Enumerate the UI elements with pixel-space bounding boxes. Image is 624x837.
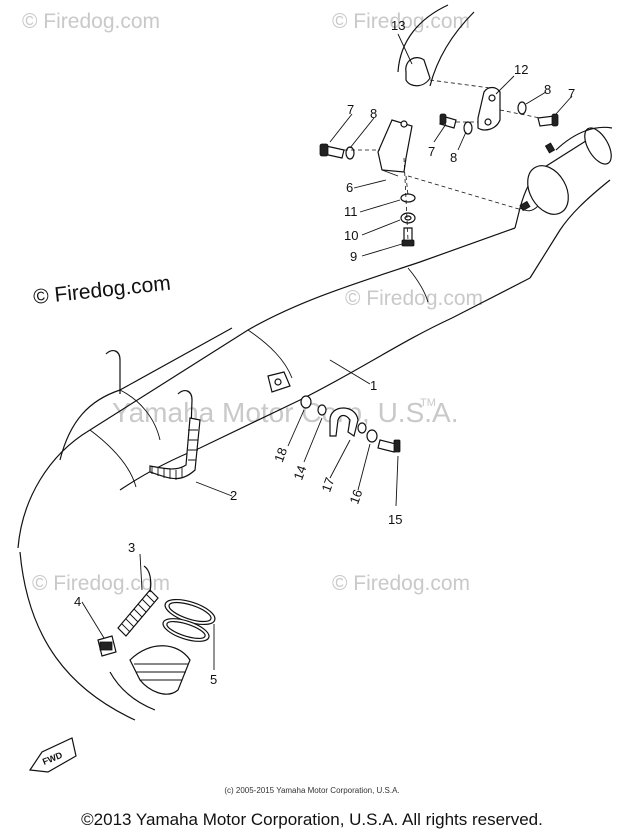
callout-8: 8	[450, 150, 457, 165]
watermark-firedog: © Firedog.com	[22, 10, 160, 33]
watermark-firedog-dark: © Firedog.com	[32, 272, 172, 309]
watermark-firedog: © Firedog.com	[332, 10, 470, 33]
spring-3-coils	[121, 593, 155, 633]
callout-12: 12	[514, 62, 528, 77]
callout-16: 16	[346, 487, 365, 506]
callout-15: 15	[388, 512, 402, 527]
spring-coil	[151, 429, 198, 480]
callout-14: 14	[290, 463, 309, 482]
callout-7: 7	[428, 144, 435, 159]
watermark-firedog: © Firedog.com	[345, 287, 483, 310]
watermark-firedog: © Firedog.com	[332, 572, 470, 595]
callout-2: 2	[230, 488, 237, 503]
copyright-small: (c) 2005-2015 Yamaha Motor Corporation, …	[224, 786, 400, 795]
callout-9: 9	[350, 249, 357, 264]
callout-7: 7	[568, 86, 575, 101]
callout-18: 18	[271, 445, 290, 464]
callout-3: 3	[128, 540, 135, 555]
watermark-tm: TM	[420, 397, 436, 409]
callout-8: 8	[370, 106, 377, 121]
callout-4: 4	[74, 594, 81, 609]
callout-7: 7	[347, 102, 354, 117]
watermark-yamaha: Yamaha Motor Corp, U.S.A.	[112, 397, 459, 428]
watermark-firedog: © Firedog.com	[32, 572, 170, 595]
copyright-main: ©2013 Yamaha Motor Corporation, U.S.A. A…	[81, 810, 543, 829]
callout-1: 1	[370, 378, 377, 393]
callout-8: 8	[544, 82, 551, 97]
callout-17: 17	[318, 475, 337, 494]
callout-11: 11	[344, 204, 358, 219]
callout-13: 13	[391, 18, 405, 33]
callout-10: 10	[344, 228, 358, 243]
callout-5: 5	[210, 672, 217, 687]
callout-6: 6	[346, 180, 353, 195]
